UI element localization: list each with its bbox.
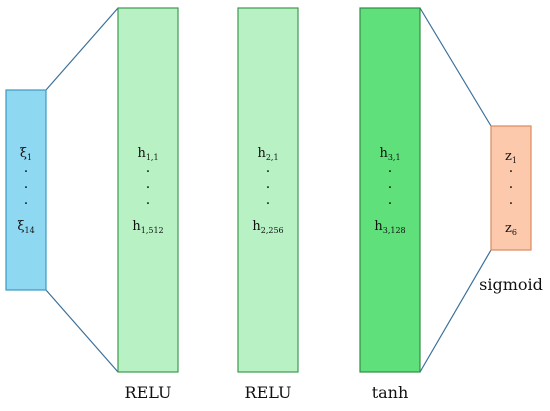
activation-label: RELU bbox=[245, 383, 292, 402]
ellipsis-dot: · bbox=[509, 180, 513, 196]
layer-first-unit-label: h1,1 bbox=[137, 146, 158, 162]
ellipsis-dot: · bbox=[24, 164, 28, 180]
connector-output-top bbox=[419, 7, 492, 127]
ellipsis-dot: · bbox=[388, 196, 392, 212]
connector-output-bottom bbox=[419, 249, 492, 373]
ellipsis-dot: · bbox=[24, 180, 28, 196]
layer-box-input bbox=[5, 89, 47, 291]
activation-label: sigmoid bbox=[479, 275, 543, 294]
layer-last-unit-label: ξ14 bbox=[17, 219, 34, 235]
layer-first-unit-label: ξ1 bbox=[20, 146, 32, 162]
layer-last-unit-label: z6 bbox=[505, 221, 517, 237]
ellipsis-dot: · bbox=[146, 180, 150, 196]
layer-box-output bbox=[490, 125, 532, 251]
activation-label: RELU bbox=[125, 383, 172, 402]
ellipsis-dot: · bbox=[266, 164, 270, 180]
layers-group: ξ1···ξ14h1,1···h1,512RELUh2,1···h2,256RE… bbox=[5, 7, 543, 402]
layer-first-unit-label: z1 bbox=[505, 149, 517, 165]
layer-box-hidden3 bbox=[359, 7, 421, 373]
ellipsis-dot: · bbox=[266, 180, 270, 196]
layer-box-hidden2 bbox=[237, 7, 299, 373]
ellipsis-dot: · bbox=[266, 196, 270, 212]
layer-connectors bbox=[45, 7, 492, 373]
layer-last-unit-label: h2,256 bbox=[252, 219, 283, 235]
layer-input: ξ1···ξ14 bbox=[5, 89, 47, 291]
ellipsis-dot: · bbox=[146, 164, 150, 180]
connector-input-top bbox=[45, 7, 119, 91]
connector-input-bottom bbox=[45, 289, 119, 373]
layer-box-hidden1 bbox=[117, 7, 179, 373]
ellipsis-dot: · bbox=[388, 180, 392, 196]
ellipsis-dot: · bbox=[509, 164, 513, 180]
layer-last-unit-label: h3,128 bbox=[374, 219, 405, 235]
ellipsis-dot: · bbox=[388, 164, 392, 180]
activation-label: tanh bbox=[372, 383, 409, 402]
layer-last-unit-label: h1,512 bbox=[132, 219, 163, 235]
layer-first-unit-label: h3,1 bbox=[379, 146, 400, 162]
ellipsis-dot: · bbox=[24, 196, 28, 212]
layer-first-unit-label: h2,1 bbox=[257, 146, 278, 162]
ellipsis-dot: · bbox=[509, 196, 513, 212]
ellipsis-dot: · bbox=[146, 196, 150, 212]
